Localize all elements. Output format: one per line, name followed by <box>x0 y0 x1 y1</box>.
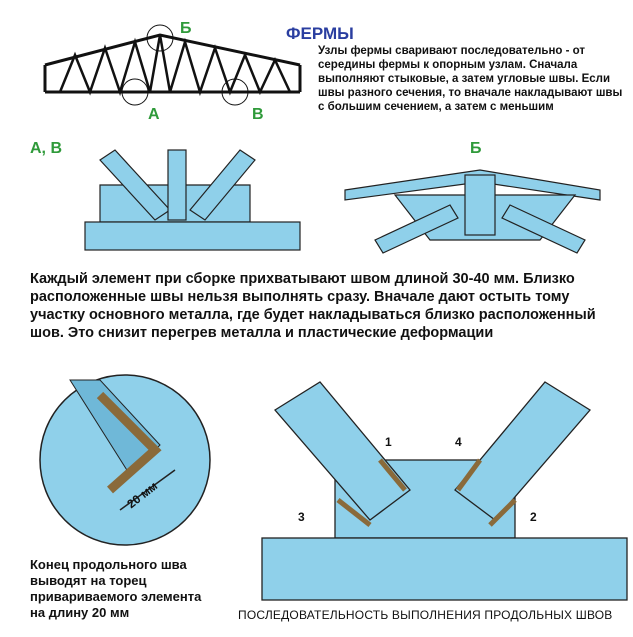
node-label-v: В <box>252 106 264 123</box>
seam-number-1: 1 <box>385 435 392 449</box>
seam-sequence-diagram <box>261 381 628 601</box>
truss-diagram <box>43 24 302 106</box>
seam-number-4: 4 <box>455 435 462 449</box>
section-label-av: А, В <box>30 140 62 157</box>
node-av-diagram <box>84 149 301 251</box>
node-label-b: Б <box>180 20 192 37</box>
page-title: ФЕРМЫ <box>286 24 354 43</box>
seam-number-3: 3 <box>298 510 305 524</box>
diagram-caption: ПОСЛЕДОВАТЕЛЬНОСТЬ ВЫПОЛНЕНИЯ ПРОДОЛЬНЫХ… <box>238 608 613 622</box>
weld-end-note: Конец продольного шва выводят на торец п… <box>30 557 202 620</box>
assembly-paragraph: Каждый элемент при сборке прихватывают ш… <box>30 271 596 341</box>
section-label-b: Б <box>470 140 482 157</box>
node-label-a: А <box>148 106 160 123</box>
weld-end-detail <box>39 374 211 546</box>
node-b-diagram <box>344 169 601 254</box>
intro-text: Узлы фермы сваривают последовательно - о… <box>318 45 623 113</box>
seam-number-2: 2 <box>530 510 537 524</box>
